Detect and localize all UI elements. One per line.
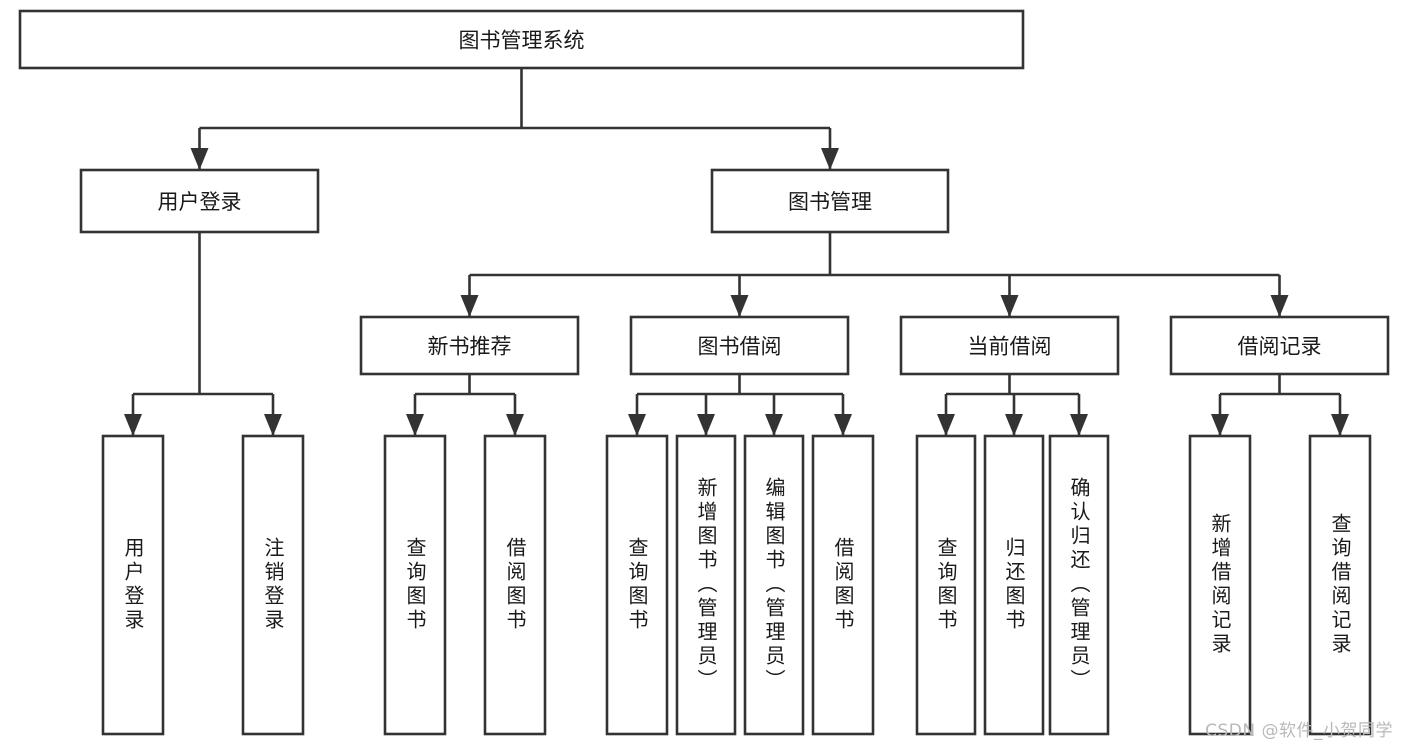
node-leaf-rec-add[interactable] (1188, 434, 1252, 736)
node-label: 新书推荐 (428, 335, 512, 359)
node-box (1188, 434, 1252, 736)
node-leaf-cur-confirm[interactable] (1048, 434, 1110, 736)
node-leaf-new-query[interactable] (383, 434, 447, 736)
node-box (483, 434, 547, 736)
node-label: 图书管理系统 (459, 29, 585, 53)
node-box (18, 9, 1025, 70)
node-leaf-cur-query[interactable] (915, 434, 977, 736)
node-box (605, 434, 669, 736)
node-label: 当前借阅 (968, 335, 1052, 359)
node-l2-user[interactable]: 用户登录 (79, 168, 320, 234)
node-l2-book[interactable]: 图书管理 (710, 168, 950, 234)
node-label: 图书借阅 (698, 335, 782, 359)
node-box (241, 434, 305, 736)
node-l3-borrow[interactable]: 图书借阅 (629, 315, 850, 376)
node-label: 借阅记录 (1238, 335, 1322, 359)
node-leaf-new-borrow[interactable] (483, 434, 547, 736)
node-leaf-br-add[interactable] (675, 434, 737, 736)
node-l3-new[interactable]: 新书推荐 (359, 315, 580, 376)
node-box (743, 434, 805, 736)
node-label: 图书管理 (788, 190, 872, 214)
node-leaf-user-logout[interactable] (241, 434, 305, 736)
edges-layer (124, 68, 1349, 436)
node-leaf-br-edit[interactable] (743, 434, 805, 736)
node-box (383, 434, 447, 736)
node-l3-rec[interactable]: 借阅记录 (1169, 315, 1390, 376)
node-l3-cur[interactable]: 当前借阅 (899, 315, 1120, 376)
node-box (983, 434, 1045, 736)
node-leaf-cur-return[interactable] (983, 434, 1045, 736)
node-box (79, 168, 320, 234)
node-box (710, 168, 950, 234)
node-leaf-user-login[interactable] (101, 434, 165, 736)
node-label: 用户登录 (158, 190, 242, 214)
node-box (1048, 434, 1110, 736)
node-box (1308, 434, 1372, 736)
node-box (359, 315, 580, 376)
node-box (101, 434, 165, 736)
node-box (1169, 315, 1390, 376)
node-box (899, 315, 1120, 376)
node-box (629, 315, 850, 376)
node-leaf-br-borrow[interactable] (811, 434, 875, 736)
node-root[interactable]: 图书管理系统 (18, 9, 1025, 70)
node-box (915, 434, 977, 736)
node-leaf-rec-query[interactable] (1308, 434, 1372, 736)
node-box (811, 434, 875, 736)
node-leaf-br-query[interactable] (605, 434, 669, 736)
node-box (675, 434, 737, 736)
